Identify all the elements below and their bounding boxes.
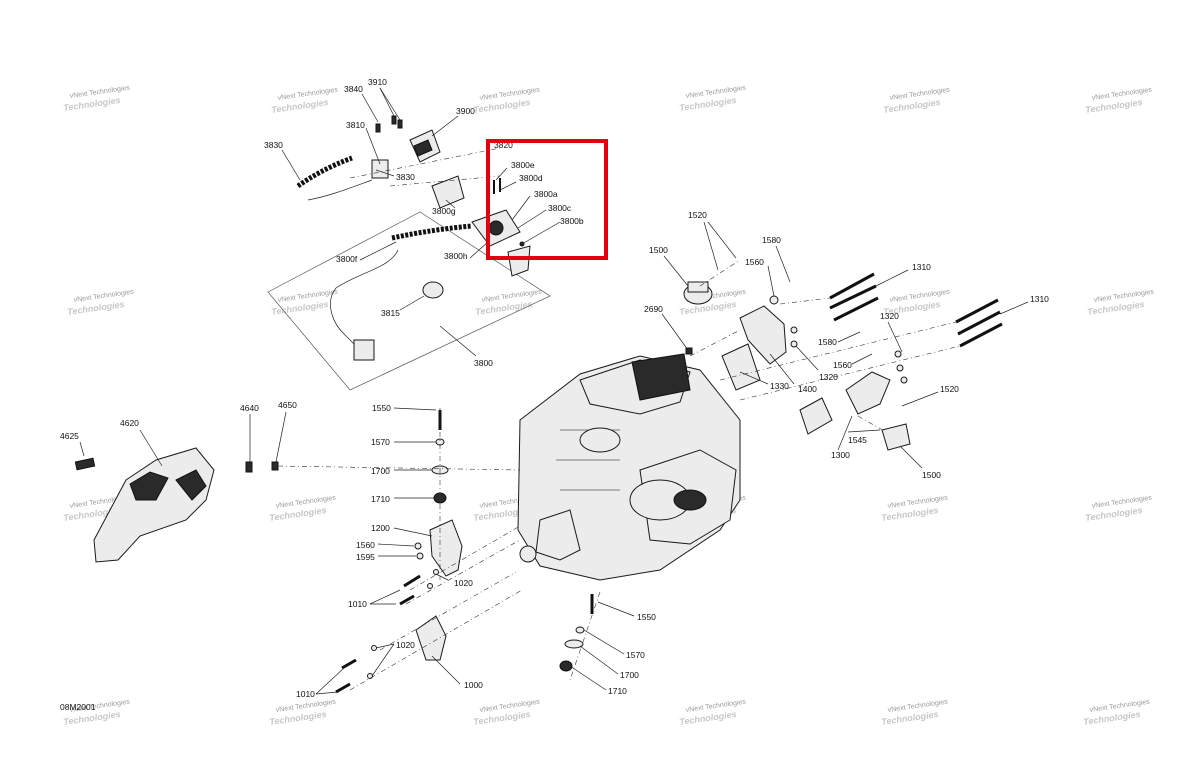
callout-1200: 1200 xyxy=(371,523,390,533)
callout-1550: 1550 xyxy=(637,612,656,622)
callout-3800c: 3800c xyxy=(548,203,572,213)
callout-1560: 1560 xyxy=(833,360,852,370)
screw-3840 xyxy=(375,123,381,133)
highlight-box xyxy=(486,139,608,260)
filter-3815 xyxy=(422,281,444,299)
callout-3800: 3800 xyxy=(474,358,493,368)
callout-1300: 1300 xyxy=(831,450,850,460)
callout-1595: 1595 xyxy=(356,552,375,562)
sensor-3810 xyxy=(371,159,389,179)
callout-1580: 1580 xyxy=(818,337,837,347)
right-mounts xyxy=(683,272,1003,451)
callout-1500: 1500 xyxy=(922,470,941,480)
engine-block xyxy=(517,353,741,581)
callout-3800f: 3800f xyxy=(336,254,358,264)
callout-1320: 1320 xyxy=(819,372,838,382)
callout-1700: 1700 xyxy=(620,670,639,680)
callout-4620: 4620 xyxy=(120,418,139,428)
callout-4640: 4640 xyxy=(240,403,259,413)
bolt-4640 xyxy=(245,461,253,473)
sub-assembly-frame-3800 xyxy=(267,211,551,391)
pin-4625 xyxy=(74,457,96,471)
callout-1020: 1020 xyxy=(454,578,473,588)
callout-1010: 1010 xyxy=(348,599,367,609)
hose-3800f xyxy=(391,223,473,241)
callout-3830: 3830 xyxy=(264,140,283,150)
callout-1570: 1570 xyxy=(626,650,645,660)
screw-3910 xyxy=(391,115,397,125)
callout-3820: 3820 xyxy=(494,140,513,150)
callout-1010: 1010 xyxy=(296,689,315,699)
callout-1520: 1520 xyxy=(940,384,959,394)
callout-3810: 3810 xyxy=(346,120,365,130)
leader-lines xyxy=(79,87,1029,695)
callout-3800e: 3800e xyxy=(511,160,535,170)
callout-1570: 1570 xyxy=(371,437,390,447)
callout-1310: 1310 xyxy=(1030,294,1049,304)
callout-1500: 1500 xyxy=(649,245,668,255)
engine-bracket-4620 xyxy=(74,447,279,563)
engine-mount-1500b xyxy=(881,423,911,451)
callout-2690: 2690 xyxy=(644,304,663,314)
axis-lines xyxy=(277,147,961,691)
callout-3800g: 3800g xyxy=(432,206,456,216)
screw-3910 xyxy=(397,119,403,129)
callout-1545: 1545 xyxy=(848,435,867,445)
lower-mounts xyxy=(335,410,594,694)
callout-1560: 1560 xyxy=(745,257,764,267)
flange-3800a xyxy=(507,245,531,277)
callout-1020: 1020 xyxy=(396,640,415,650)
callout-3900: 3900 xyxy=(456,106,475,116)
callout-3840: 3840 xyxy=(344,84,363,94)
callout-1710: 1710 xyxy=(371,494,390,504)
callout-3800d: 3800d xyxy=(519,173,543,183)
callout-1700: 1700 xyxy=(371,466,390,476)
bracket-1400 xyxy=(739,305,787,365)
callout-1330: 1330 xyxy=(770,381,789,391)
callout-1560: 1560 xyxy=(356,540,375,550)
callout-3830: 3830 xyxy=(396,172,415,182)
clip-2690 xyxy=(685,347,693,355)
callout-3910: 3910 xyxy=(368,77,387,87)
actuator-3800g xyxy=(431,175,465,209)
bracket-1300 xyxy=(845,371,891,415)
shield-1330b xyxy=(799,397,833,435)
connector-3800f xyxy=(353,339,375,361)
callout-3800a: 3800a xyxy=(534,189,558,199)
callout-1320: 1320 xyxy=(880,311,899,321)
nut-4650 xyxy=(271,461,279,471)
heat-shield-1330 xyxy=(721,343,761,391)
bracket-1200 xyxy=(429,519,463,577)
callout-1550: 1550 xyxy=(372,403,391,413)
callout-labels: 3910 3840 3810 3900 3830 3830 3820 3800e… xyxy=(60,77,1049,699)
callout-3800b: 3800b xyxy=(560,216,584,226)
bracket-1000 xyxy=(415,615,447,661)
diagram-code: 08M2001 xyxy=(60,702,96,712)
callout-4650: 4650 xyxy=(278,400,297,410)
callout-1000: 1000 xyxy=(464,680,483,690)
callout-1310: 1310 xyxy=(912,262,931,272)
vent-hose-3830 xyxy=(296,155,353,189)
throttle-body-assembly xyxy=(296,115,531,361)
callout-3815: 3815 xyxy=(381,308,400,318)
callout-1400: 1400 xyxy=(798,384,817,394)
callout-1580: 1580 xyxy=(762,235,781,245)
callout-1520: 1520 xyxy=(688,210,707,220)
callout-4625: 4625 xyxy=(60,431,79,441)
callout-1710: 1710 xyxy=(608,686,627,696)
callout-3800h: 3800h xyxy=(444,251,468,261)
